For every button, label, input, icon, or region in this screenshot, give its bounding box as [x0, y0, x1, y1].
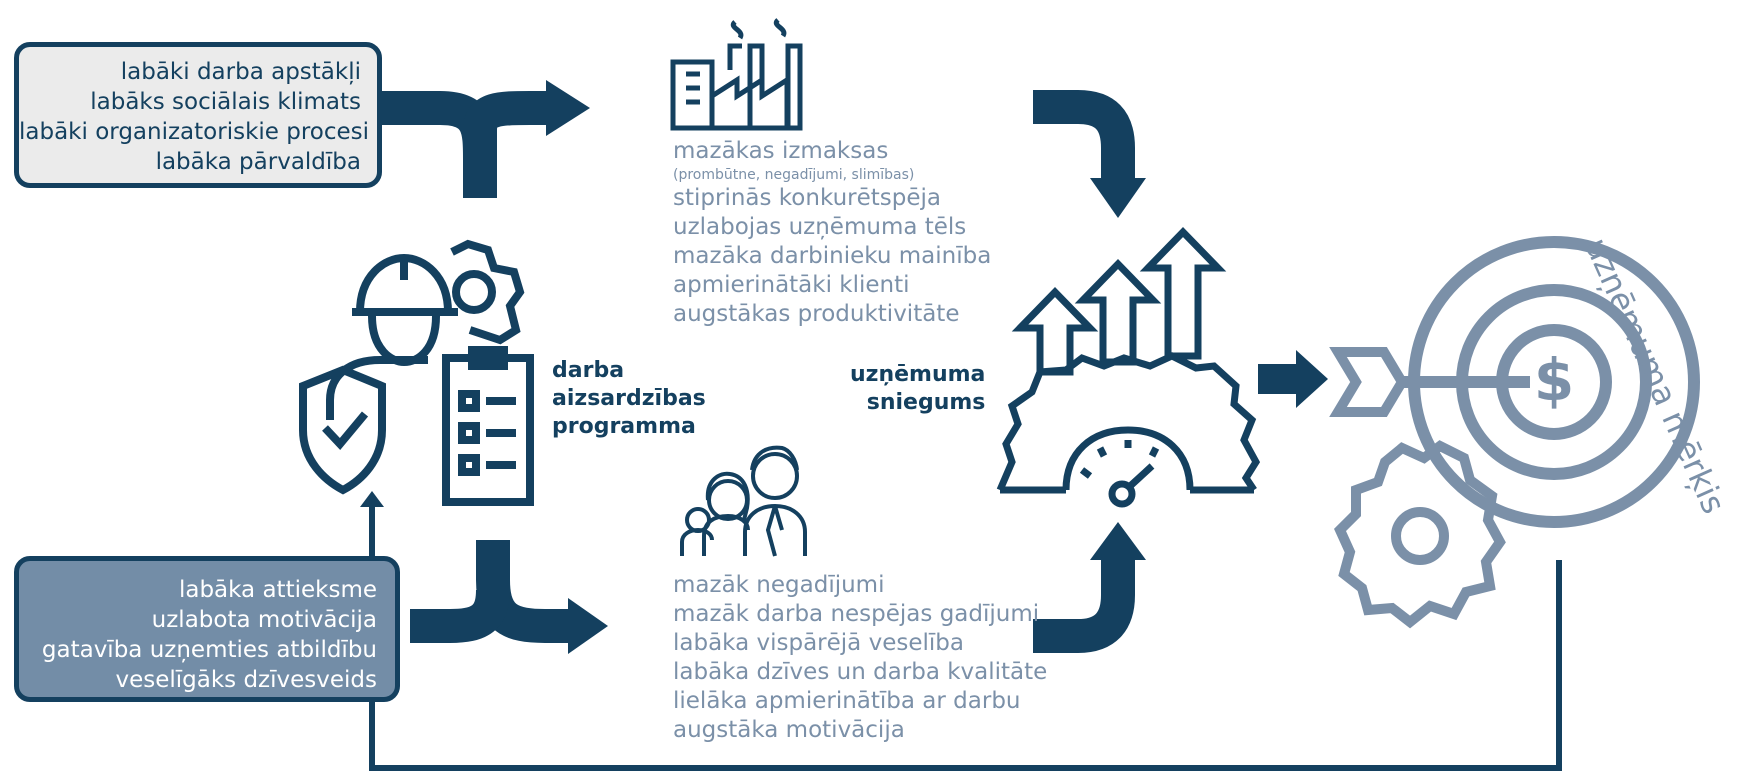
top-flow-arrow: [382, 91, 548, 198]
list-item: mazāka darbinieku mainība: [673, 243, 992, 269]
list-item: lielāka apmierinātība ar darbu: [673, 688, 1021, 714]
work-conditions-line: labāks sociālais klimats: [90, 89, 361, 115]
list-item: apmierinātāki klienti: [673, 272, 910, 298]
list-item: mazākas izmaksas: [673, 138, 889, 164]
curve-arrow-up: [1033, 558, 1135, 653]
attitude-line: uzlabota motivācija: [151, 607, 377, 633]
curve-arrow-down-head: [1090, 178, 1146, 218]
bottom-flow-arrowhead: [568, 598, 608, 654]
attitude-line: gatavība uzņemties atbildību: [41, 637, 377, 663]
list-item: mazāk darba nespējas gadījumi: [673, 601, 1040, 627]
list-item: mazāk negadījumi: [673, 572, 885, 598]
performance-label-line: uzņēmuma: [850, 362, 986, 387]
performance-gauge-icon: [996, 226, 1261, 508]
bottom-flow-arrow: [410, 540, 570, 643]
worker-safety-icon: [299, 239, 534, 506]
list-item: labāka dzīves un darba kvalitāte: [673, 659, 1048, 685]
feedback-loop-arrowhead: [360, 491, 384, 507]
costs-benefits-list: mazākas izmaksas (prombūtne, negadījumi,…: [673, 137, 991, 329]
program-label: darba aizsardzības programma: [552, 357, 706, 441]
list-item-note: (prombūtne, negadījumi, slimības): [673, 167, 915, 183]
attitude-box: labāka attieksme uzlabota motivācija gat…: [14, 556, 400, 702]
work-conditions-line: labāki organizatoriskie procesi: [19, 119, 370, 145]
attitude-line: veselīgāks dzīvesveids: [115, 667, 377, 693]
dollar-sign-icon: $: [1534, 346, 1574, 414]
program-label-line: programma: [552, 414, 696, 439]
goal-arrow-head: [1296, 350, 1328, 408]
target-goal-icon: [1329, 236, 1700, 629]
goal-arrow-shaft: [1258, 364, 1298, 394]
list-item: augstākas produktivitāte: [673, 301, 960, 327]
attitude-line: labāka attieksme: [178, 577, 377, 603]
top-flow-arrowhead: [546, 80, 590, 136]
program-label-line: darba: [552, 358, 625, 383]
family-icon: [680, 445, 807, 557]
list-item: labāka vispārējā veselība: [673, 630, 964, 656]
list-item: augstāka motivācija: [673, 717, 905, 743]
work-conditions-line: labāki darba apstākļi: [120, 59, 361, 85]
list-item: uzlabojas uzņēmuma tēls: [673, 214, 967, 240]
factory-icon: [670, 18, 803, 131]
list-item: stiprinās konkurētspēja: [673, 185, 941, 211]
curve-arrow-down: [1033, 90, 1135, 180]
health-benefits-list: mazāk negadījumi mazāk darba nespējas ga…: [673, 571, 1047, 745]
curve-arrow-up-head: [1090, 522, 1146, 560]
work-conditions-line: labāka pārvaldība: [155, 149, 361, 175]
program-label-line: aizsardzības: [552, 386, 706, 411]
performance-label-line: sniegums: [866, 390, 986, 415]
performance-label: uzņēmuma sniegums: [850, 361, 985, 417]
work-conditions-box: labāki darba apstākļi labāks sociālais k…: [14, 42, 382, 188]
